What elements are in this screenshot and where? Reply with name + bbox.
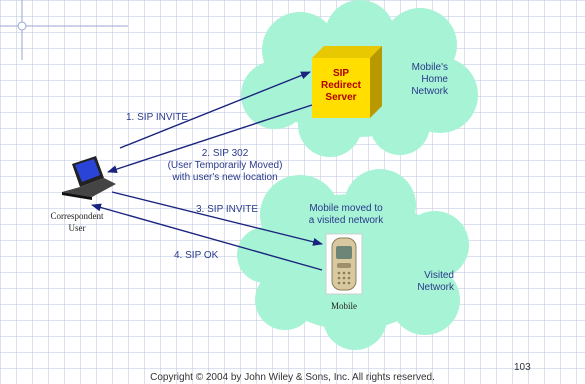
copyright-footer: Copyright © 2004 by John Wiley & Sons, I… [150,372,435,383]
mobile-moved-label: Mobile moved to a visited network [308,203,384,226]
sip-302-label: 2. SIP 302 (User Temporarily Moved) with… [167,148,283,183]
sip-redirect-server-label: SIP Redirect Server [320,68,361,103]
page-number: 103 [514,362,531,373]
sip-redirect-server-icon [312,46,382,118]
mobile-phone-icon [325,233,363,295]
arrow-4-sip-ok [91,203,323,271]
sip-invite-3-label: 3. SIP INVITE [196,204,259,215]
visited-network-label: Visited Network [417,270,454,293]
correspondent-user-label: Correspondent User [50,211,104,233]
home-network-label: Mobile's Home Network [411,62,448,97]
mobile-label: Mobile [331,301,357,311]
slide-decoration [0,0,128,60]
sip-ok-label: 4. SIP OK [174,250,219,261]
arrow-2-sip-302 [107,104,313,173]
arrow-3-sip-invite [111,191,323,246]
arrow-1-sip-invite [119,71,311,149]
laptop-icon [62,156,116,200]
message-arrows [91,71,323,271]
sip-invite-1-label: 1. SIP INVITE [126,112,189,123]
